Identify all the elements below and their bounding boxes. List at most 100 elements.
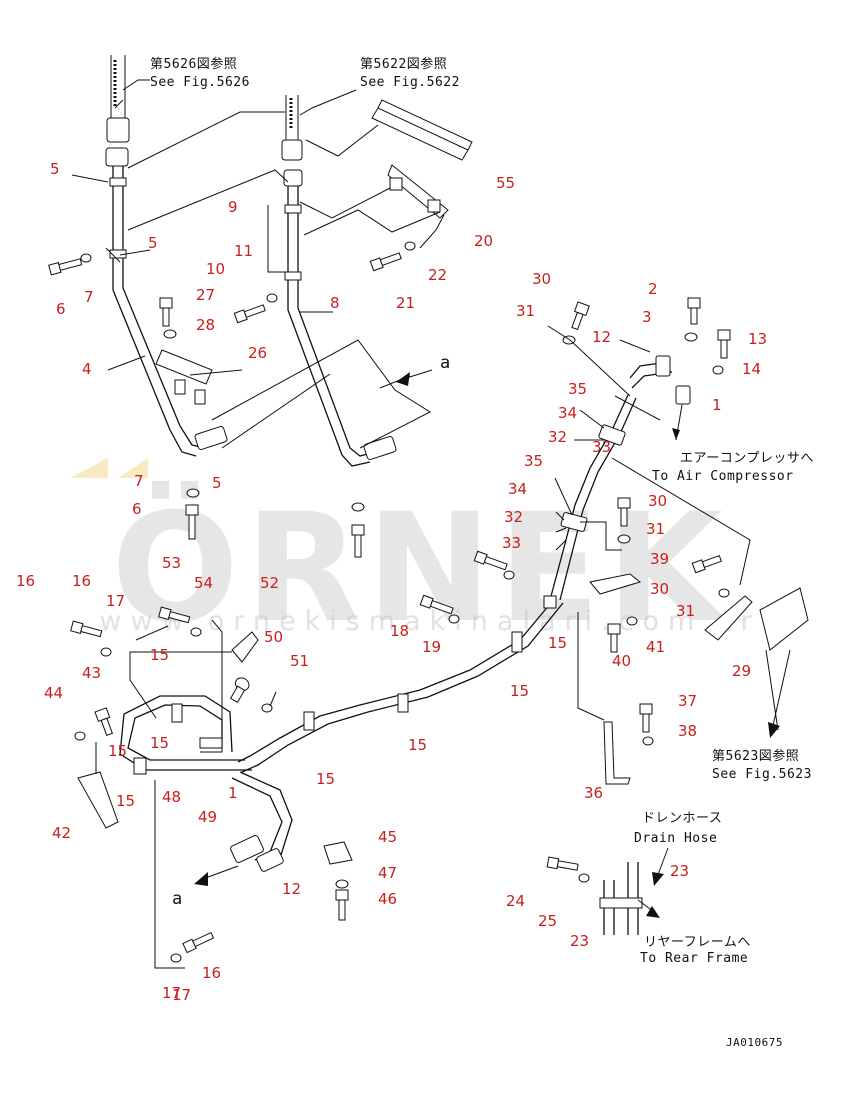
watermark: ÖRNEK www.ornekismakinalari.com.tr — [70, 458, 760, 656]
part-number-label: 14 — [742, 360, 761, 378]
part-number-label: 53 — [162, 554, 181, 572]
part-number-label: 25 — [538, 912, 557, 930]
bracket-50 — [231, 631, 259, 663]
part-number-label: 12 — [282, 880, 301, 898]
part-number-label: 19 — [422, 638, 441, 656]
part-number-label: 29 — [732, 662, 751, 680]
part-number-label: 15 — [408, 736, 427, 754]
part-number-label: 37 — [678, 692, 697, 710]
part-number-label: 39 — [650, 550, 669, 568]
leader-lines — [71, 79, 779, 969]
part-number-label: 28 — [196, 316, 215, 334]
part-number-label: 7 — [84, 288, 94, 306]
part-number-label: 30 — [650, 580, 669, 598]
part-number-label: 10 — [206, 260, 225, 278]
ref-5622-jp: 第5622図参照 — [360, 56, 447, 72]
part-number-label: 30 — [532, 270, 551, 288]
main-pipe-bundle — [119, 595, 564, 872]
part-number-label: 6 — [56, 300, 66, 318]
part-number-label: 36 — [584, 784, 603, 802]
part-number-label: 44 — [44, 684, 63, 702]
part-number-label: 40 — [612, 652, 631, 670]
part-number-label: 16 — [202, 964, 221, 982]
bracket-39 — [589, 573, 642, 595]
part-number-label: 35 — [568, 380, 587, 398]
rear-frame-jp: リヤーフレームへ — [644, 935, 751, 950]
part-number-label: 31 — [676, 602, 695, 620]
air-compressor-en: To Air Compressor — [652, 469, 794, 484]
washers — [74, 241, 730, 963]
part-number-label: 46 — [378, 890, 397, 908]
reference-notes: 第5626図参照 See Fig.5626 第5622図参照 See Fig.5… — [150, 56, 814, 1049]
bracket-26 — [155, 349, 213, 405]
part-number-label: 45 — [378, 828, 397, 846]
part-number-label: 17 — [172, 986, 191, 1004]
watermark-url-text: www.ornekismakinalari.com.tr — [99, 606, 760, 637]
part-number-label: 16 — [72, 572, 91, 590]
part-number-label: 49 — [198, 808, 217, 826]
part-number-label: 33 — [592, 438, 611, 456]
drain-hose — [599, 862, 643, 935]
part-number-label: 50 — [264, 628, 283, 646]
part-number-label: 5 — [50, 160, 60, 178]
bracket-55 — [371, 99, 473, 161]
part-number-label: 47 — [378, 864, 397, 882]
part-number-label: 32 — [504, 508, 523, 526]
part-number-label: 15 — [116, 792, 135, 810]
part-number-label: 12 — [592, 328, 611, 346]
part-number-label: 30 — [648, 492, 667, 510]
bracket-42 — [77, 771, 119, 829]
bracket-20 — [387, 164, 449, 219]
view-arrows — [194, 369, 791, 918]
clamp-45 — [323, 841, 353, 865]
part-number-label: 23 — [570, 932, 589, 950]
part-number-label: 1 — [228, 784, 238, 802]
part-number-label: 51 — [290, 652, 309, 670]
bracket-36 — [603, 721, 631, 785]
part-number-label: 52 — [260, 574, 279, 592]
part-number-label: 15 — [150, 734, 169, 752]
part-number-label: 9 — [228, 198, 238, 216]
ref-5626-jp: 第5626図参照 — [150, 56, 237, 72]
part-number-label: 24 — [506, 892, 525, 910]
part-number-label: 41 — [646, 638, 665, 656]
part-number-label: 38 — [678, 722, 697, 740]
part-number-label: 17 — [106, 592, 125, 610]
part-number-label: 13 — [748, 330, 767, 348]
view-marker-a-top: a — [440, 353, 451, 373]
view-marker-a-bottom: a — [172, 889, 183, 909]
part-number-label: 5 — [212, 474, 222, 492]
part-number-label: 15 — [316, 770, 335, 788]
part-number-label: 6 — [132, 500, 142, 518]
bracket-29 — [704, 587, 809, 651]
part-number-label: 17 — [162, 984, 181, 1002]
right-vertical-pipe — [281, 95, 397, 467]
part-number-label: 43 — [82, 664, 101, 682]
ref-5623-en: See Fig.5623 — [712, 767, 812, 782]
part-number-label: 26 — [248, 344, 267, 362]
drain-hose-jp: ドレンホース — [642, 811, 722, 826]
watermark-accent-marks — [70, 458, 148, 478]
part-number-label: 31 — [646, 520, 665, 538]
left-vertical-pipe — [105, 55, 228, 457]
part-number-label: 42 — [52, 824, 71, 842]
part-number-label: 16 — [16, 572, 35, 590]
part-number-label: 15 — [510, 682, 529, 700]
part-number-label: 34 — [508, 480, 527, 498]
part-number-label: 34 — [558, 404, 577, 422]
part-number-label: 1 — [712, 396, 722, 414]
part-number-label: 4 — [82, 360, 92, 378]
drawing-code: JA010675 — [726, 1036, 783, 1049]
part-number-label: 33 — [502, 534, 521, 552]
compressor-pipe — [549, 355, 691, 601]
ref-5626-en: See Fig.5626 — [150, 75, 250, 90]
part-number-label: 15 — [108, 742, 127, 760]
part-number-label: 15 — [150, 646, 169, 664]
part-number-label: 7 — [134, 472, 144, 490]
part-number-label: 54 — [194, 574, 213, 592]
air-compressor-jp: エアーコンプレッサへ — [680, 451, 814, 466]
part-number-label: 32 — [548, 428, 567, 446]
